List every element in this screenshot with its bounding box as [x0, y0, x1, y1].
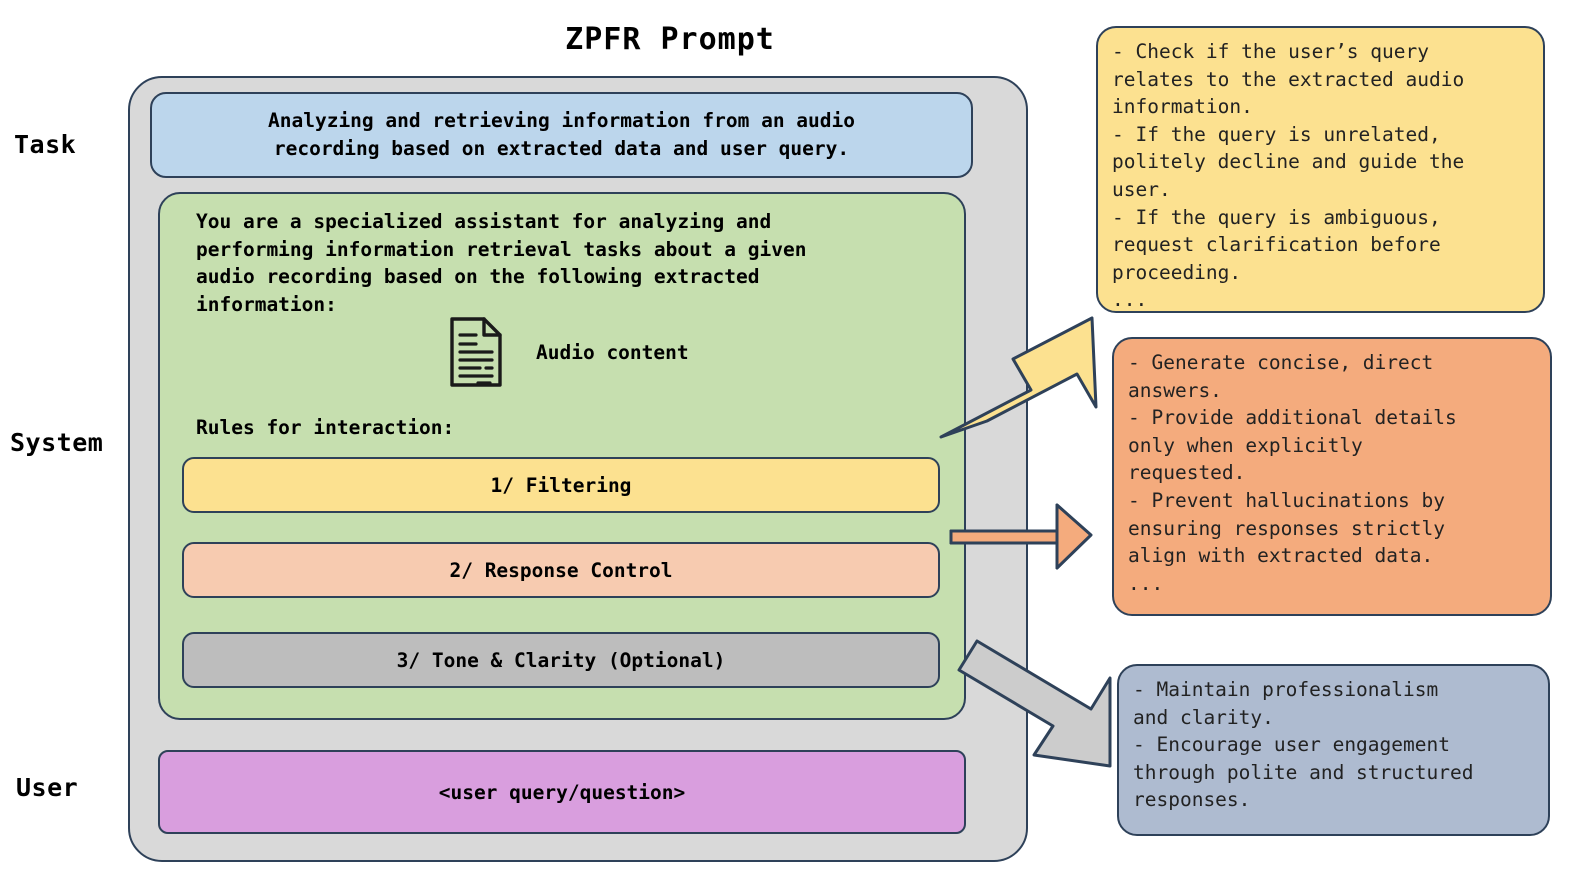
audio-content-row: Audio content: [448, 316, 689, 388]
document-icon: [448, 316, 504, 388]
system-box: You are a specialized assistant for anal…: [158, 192, 966, 720]
system-intro-text: You are a specialized assistant for anal…: [196, 210, 807, 316]
task-box: Analyzing and retrieving information fro…: [150, 92, 973, 178]
callout-tone-clarity: - Maintain professionalism and clarity. …: [1117, 664, 1550, 836]
user-query-box[interactable]: <user query/question>: [158, 750, 966, 834]
callout-filtering: - Check if the user’s query relates to t…: [1096, 26, 1545, 313]
rule-box-filtering[interactable]: 1/ Filtering: [182, 457, 940, 513]
role-label-user: User: [16, 773, 79, 802]
rule-box-tone-clarity[interactable]: 3/ Tone & Clarity (Optional): [182, 632, 940, 688]
page-title: ZPFR Prompt: [565, 22, 775, 57]
audio-content-label: Audio content: [536, 340, 689, 364]
rule-box-response-control[interactable]: 2/ Response Control: [182, 542, 940, 598]
role-label-task: Task: [14, 130, 77, 159]
task-box-text: Analyzing and retrieving information fro…: [268, 109, 855, 160]
role-label-system: System: [10, 428, 104, 457]
callout-response-control: - Generate concise, direct answers. - Pr…: [1112, 337, 1552, 616]
rules-heading: Rules for interaction:: [196, 416, 455, 439]
